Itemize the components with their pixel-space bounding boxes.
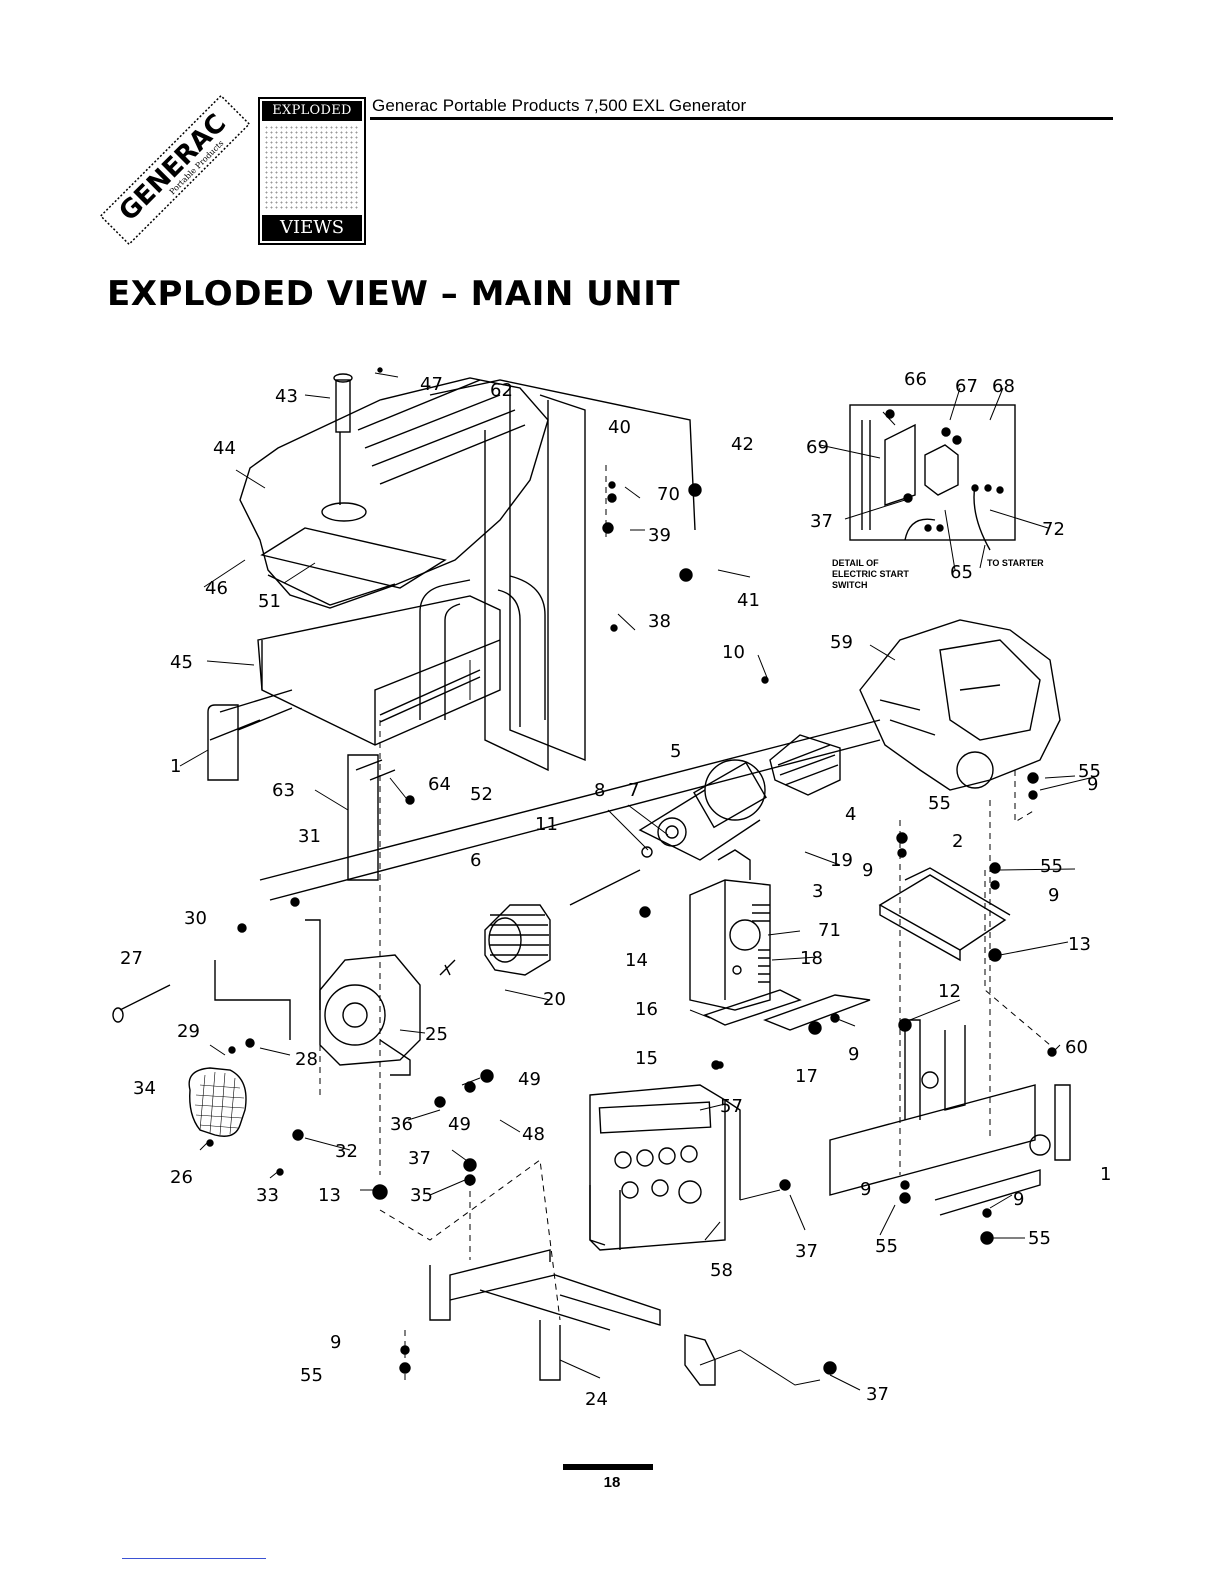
callout-9-a: 9 [1087, 774, 1098, 795]
exploded-views-badge: EXPLODED VIEWS [258, 97, 366, 245]
callout-37-d: 37 [810, 511, 833, 532]
callout-58: 58 [710, 1260, 733, 1281]
callout-8: 8 [594, 780, 605, 801]
callout-66: 66 [904, 369, 927, 390]
callout-1-b: 1 [1100, 1164, 1111, 1185]
callout-15: 15 [635, 1048, 658, 1069]
callout-14: 14 [625, 950, 648, 971]
callout-13-a: 13 [1068, 934, 1091, 955]
callout-31: 31 [298, 826, 321, 847]
callout-62: 62 [490, 380, 513, 401]
callout-6: 6 [470, 850, 481, 871]
callout-12: 12 [938, 981, 961, 1002]
callout-32: 32 [335, 1141, 358, 1162]
callout-43: 43 [275, 386, 298, 407]
generac-logo: GENERAC Portable Products [100, 95, 250, 245]
callout-13-b: 13 [318, 1185, 341, 1206]
callout-9-f: 9 [1013, 1189, 1024, 1210]
callout-47: 47 [420, 374, 443, 395]
callout-48: 48 [522, 1124, 545, 1145]
callout-20: 20 [543, 989, 566, 1010]
callout-57: 57 [720, 1096, 743, 1117]
callout-2: 2 [952, 831, 963, 852]
callout-10: 10 [722, 642, 745, 663]
callout-67: 67 [955, 376, 978, 397]
callout-35: 35 [410, 1185, 433, 1206]
callout-4: 4 [845, 804, 856, 825]
callout-39: 39 [648, 525, 671, 546]
callout-52: 52 [470, 784, 493, 805]
callout-34: 34 [133, 1078, 156, 1099]
callout-45: 45 [170, 652, 193, 673]
callout-46: 46 [205, 578, 228, 599]
callout-3: 3 [812, 881, 823, 902]
callout-25: 25 [425, 1024, 448, 1045]
callout-44: 44 [213, 438, 236, 459]
detail-caption-line2: ELECTRIC START [832, 569, 909, 579]
callout-38: 38 [648, 611, 671, 632]
callout-49-b: 49 [448, 1114, 471, 1135]
callout-41: 41 [737, 590, 760, 611]
header-rule [370, 117, 1113, 120]
callout-64: 64 [428, 774, 451, 795]
callout-55-d: 55 [1028, 1228, 1051, 1249]
views-badge-top: EXPLODED [262, 101, 362, 121]
callout-7: 7 [628, 780, 639, 801]
callout-65: 65 [950, 562, 973, 583]
callout-9-d: 9 [848, 1044, 859, 1065]
header-title: Generac Portable Products 7,500 EXL Gene… [372, 96, 747, 115]
callout-51: 51 [258, 591, 281, 612]
callout-40: 40 [608, 417, 631, 438]
callout-9-c: 9 [1048, 885, 1059, 906]
footer-link-underline[interactable] [122, 1558, 266, 1559]
detail-caption-line1: DETAIL OF [832, 558, 879, 568]
diagram-linework [112, 367, 1091, 1391]
callout-24: 24 [585, 1389, 608, 1410]
views-badge-bottom: VIEWS [262, 215, 362, 241]
callout-68: 68 [992, 376, 1015, 397]
page-title: EXPLODED VIEW – MAIN UNIT [107, 274, 681, 314]
callout-55-f: 55 [300, 1365, 323, 1386]
to-starter-label: TO STARTER [987, 558, 1044, 568]
callout-29: 29 [177, 1021, 200, 1042]
callout-63: 63 [272, 780, 295, 801]
callout-19: 19 [830, 850, 853, 871]
callout-9-g: 9 [330, 1332, 341, 1353]
callout-49-a: 49 [518, 1069, 541, 1090]
callout-37-c: 37 [866, 1384, 889, 1405]
callout-72: 72 [1042, 519, 1065, 540]
callout-70: 70 [657, 484, 680, 505]
views-badge-grid [264, 125, 360, 211]
callout-55-e: 55 [875, 1236, 898, 1257]
callout-60: 60 [1065, 1037, 1088, 1058]
callout-37-a: 37 [408, 1148, 431, 1169]
callout-16: 16 [635, 999, 658, 1020]
page-number: 18 [603, 1474, 621, 1491]
callout-labels: 47 43 62 44 40 42 70 39 46 51 41 45 52 1… [120, 369, 1111, 1410]
callout-1: 1 [170, 756, 181, 777]
detail-caption-line3: SWITCH [832, 580, 868, 590]
callout-27: 27 [120, 948, 143, 969]
page-number-bar [563, 1464, 653, 1470]
callout-42: 42 [731, 434, 754, 455]
callout-18: 18 [800, 948, 823, 969]
callout-11: 11 [535, 814, 558, 835]
callout-55-b: 55 [928, 793, 951, 814]
callout-59: 59 [830, 632, 853, 653]
callout-33: 33 [256, 1185, 279, 1206]
callout-5: 5 [670, 741, 681, 762]
callout-9-e: 9 [860, 1179, 871, 1200]
callout-37-b: 37 [795, 1241, 818, 1262]
callout-36: 36 [390, 1114, 413, 1135]
callout-30: 30 [184, 908, 207, 929]
callout-26: 26 [170, 1167, 193, 1188]
callout-55-c: 55 [1040, 856, 1063, 877]
callout-55-a: 55 [1078, 761, 1101, 782]
callout-71: 71 [818, 920, 841, 941]
callout-28: 28 [295, 1049, 318, 1070]
callout-69: 69 [806, 437, 829, 458]
callout-17: 17 [795, 1066, 818, 1087]
callout-9-b: 9 [862, 860, 873, 881]
